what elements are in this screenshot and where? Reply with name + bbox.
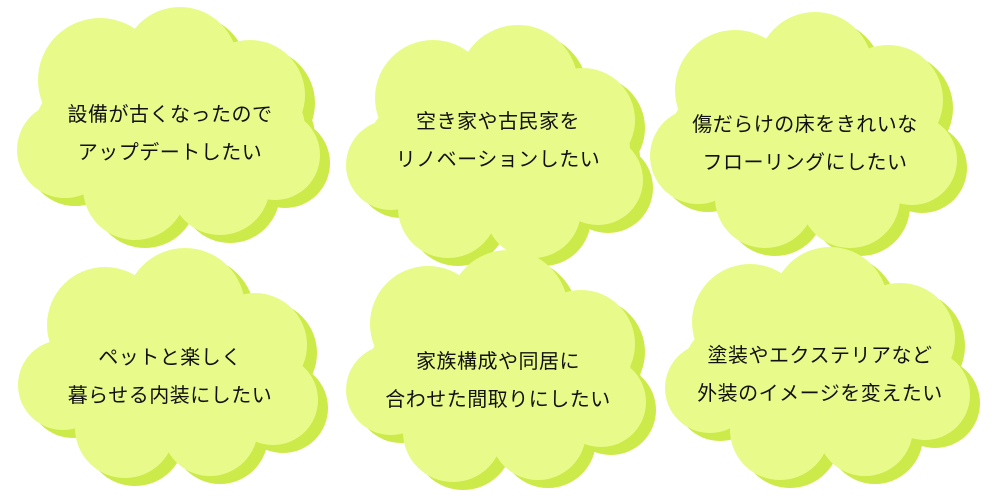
cloud-text-5: 家族構成や同居に 合わせた間取りにしたい — [333, 342, 663, 418]
cloud-4-line-1: ペットと楽しく — [98, 345, 242, 369]
cloud-bubble-2: 空き家や古民家を リノベーションしたい — [333, 25, 663, 266]
cloud-bubble-1: 設備が古くなったので アップデートしたい — [5, 7, 335, 248]
cloud-shape-icon — [346, 25, 653, 266]
cloud-shape-icon — [18, 248, 328, 486]
cloud-shape-icon — [17, 7, 330, 248]
cloud-6-line-1: 塗装やエクステリアなど — [707, 343, 933, 367]
cloud-bubble-4: ペットと楽しく 暮らせる内装にしたい — [5, 248, 335, 486]
cloud-shape-icon — [650, 12, 967, 256]
cloud-3-line-1: 傷だらけの床をきれいな — [692, 112, 918, 136]
cloud-2-line-2: リノベーションしたい — [395, 147, 601, 171]
cloud-5-line-2: 合わせた間取りにしたい — [385, 387, 611, 411]
cloud-shape-icon — [665, 247, 980, 488]
cloud-text-1: 設備が古くなったので アップデートしたい — [5, 95, 335, 171]
cloud-1-line-2: アップデートしたい — [77, 140, 263, 164]
cloud-text-2: 空き家や古民家を リノベーションしたい — [333, 102, 663, 178]
cloud-text-3: 傷だらけの床をきれいな フローリングにしたい — [640, 105, 970, 181]
cloud-shape-icon — [346, 250, 656, 490]
cloud-3-line-2: フローリングにしたい — [702, 150, 908, 174]
cloud-text-4: ペットと楽しく 暮らせる内装にしたい — [5, 338, 335, 414]
cloud-5-line-1: 家族構成や同居に — [416, 349, 580, 373]
cloud-bubble-5: 家族構成や同居に 合わせた間取りにしたい — [333, 250, 663, 490]
cloud-bubble-6: 塗装やエクステリアなど 外装のイメージを変えたい — [655, 247, 985, 488]
cloud-6-line-2: 外装のイメージを変えたい — [697, 381, 943, 405]
cloud-bubble-3: 傷だらけの床をきれいな フローリングにしたい — [640, 12, 970, 256]
cloud-text-6: 塗装やエクステリアなど 外装のイメージを変えたい — [655, 336, 985, 412]
cloud-4-line-2: 暮らせる内装にしたい — [67, 383, 273, 407]
cloud-2-line-1: 空き家や古民家を — [416, 109, 580, 133]
cloud-1-line-1: 設備が古くなったので — [67, 102, 273, 126]
